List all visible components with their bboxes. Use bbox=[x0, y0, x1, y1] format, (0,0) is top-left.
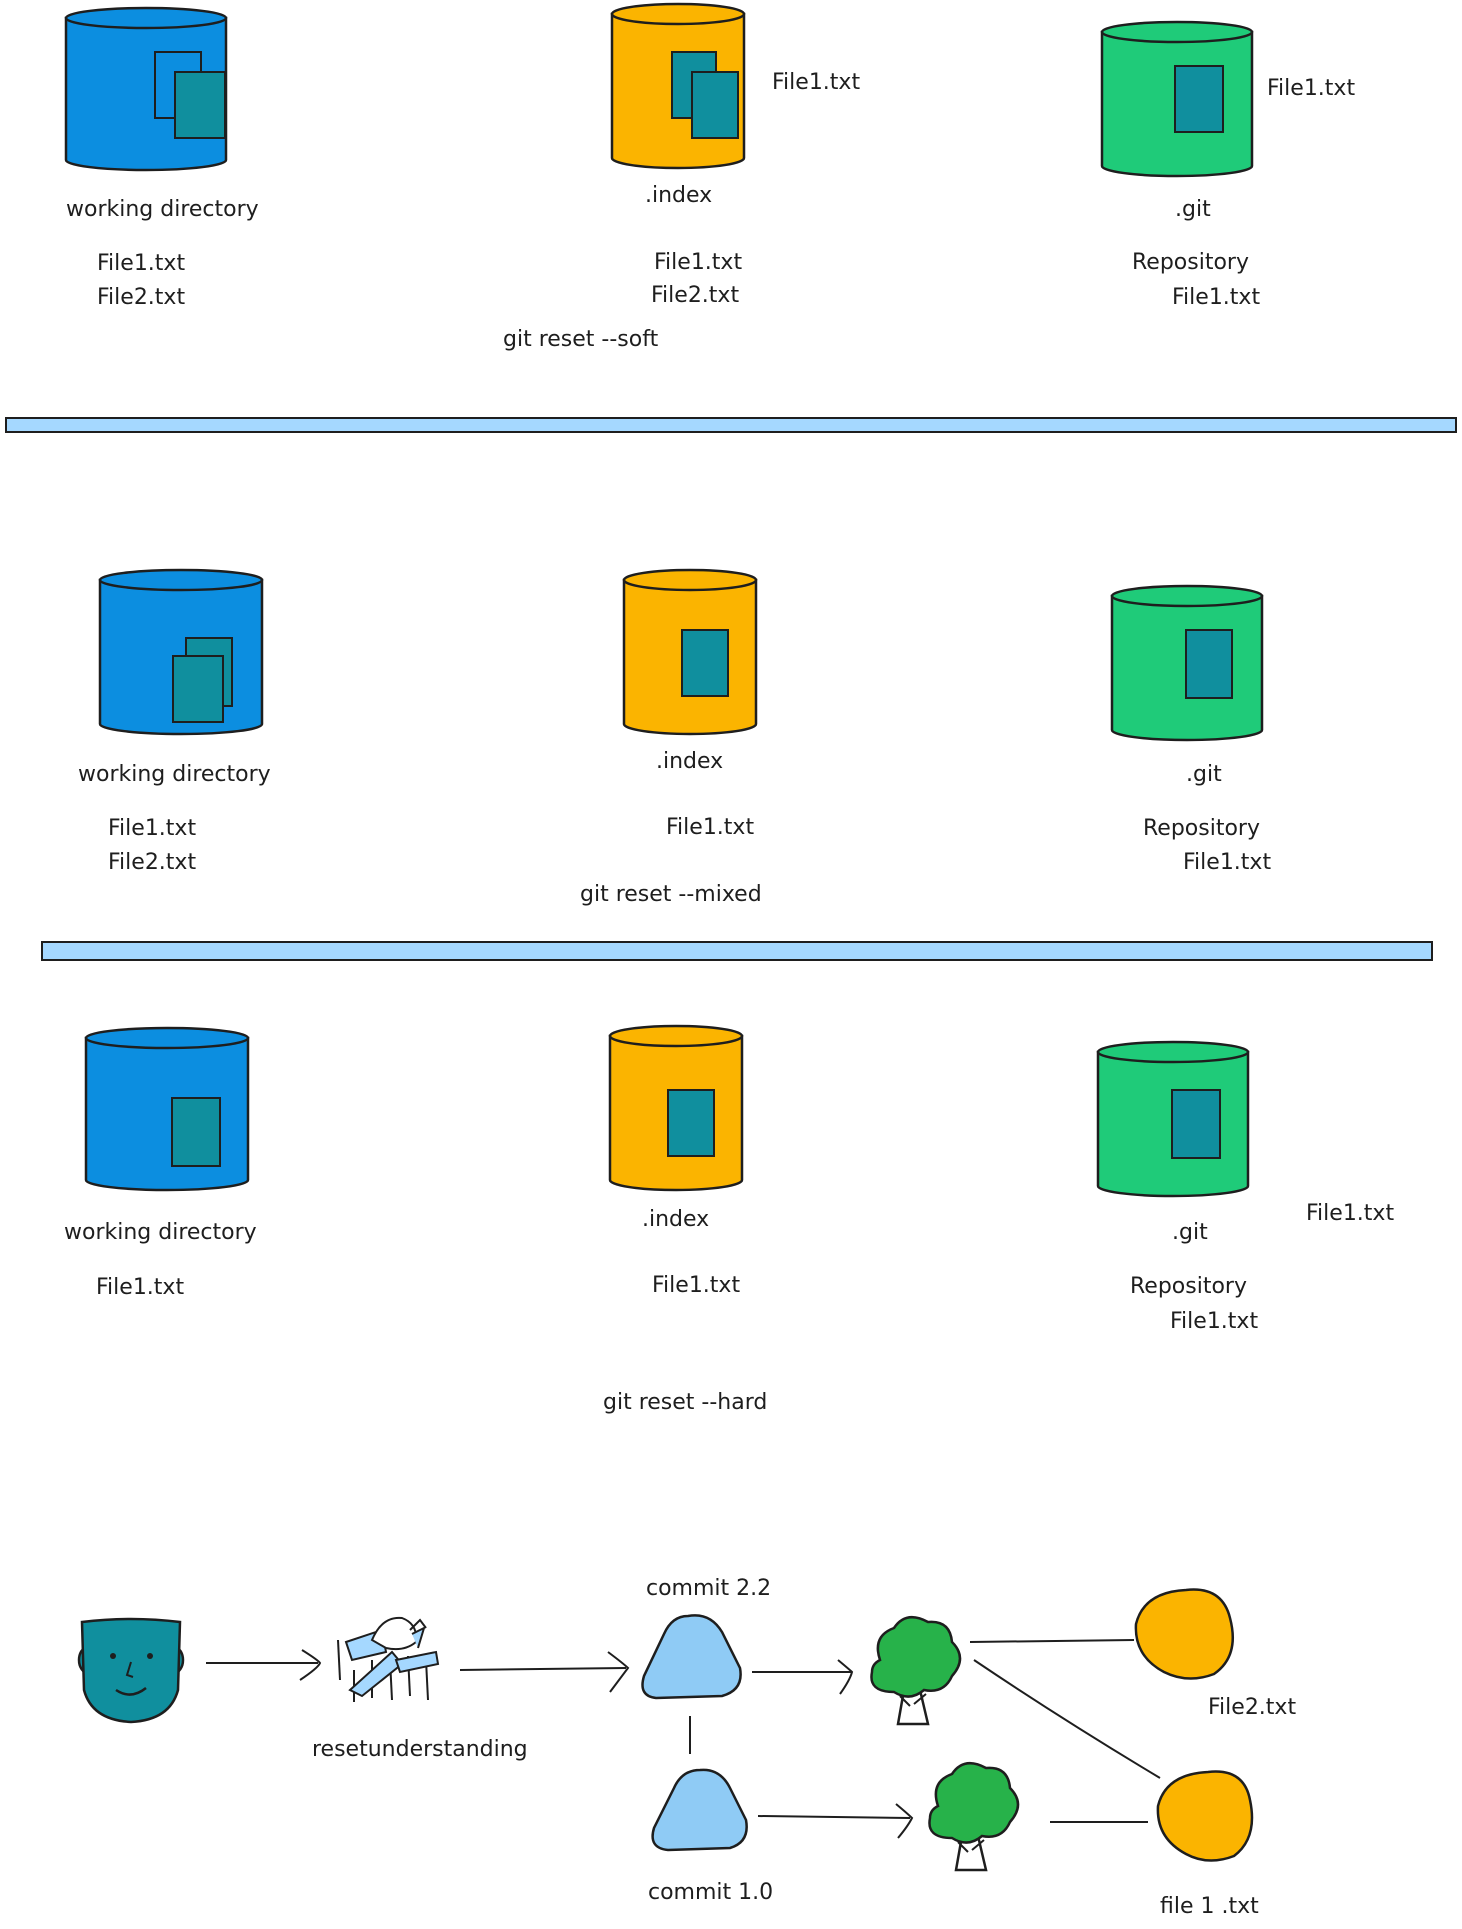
working-file-2: File2.txt bbox=[108, 850, 197, 875]
section-divider bbox=[41, 941, 1433, 961]
blob-file1-label: file 1 .txt bbox=[1160, 1894, 1259, 1919]
tree-icon bbox=[870, 1615, 962, 1726]
section-mixed bbox=[98, 568, 1264, 742]
git-label: .git bbox=[1186, 762, 1222, 787]
working-file-1: File1.txt bbox=[96, 1275, 185, 1300]
tree-icon bbox=[928, 1761, 1020, 1872]
command-hard: git reset --hard bbox=[603, 1390, 768, 1415]
index-file-2: File2.txt bbox=[651, 283, 740, 308]
index-side-note: File1.txt bbox=[772, 70, 861, 95]
arrow bbox=[757, 1815, 911, 1819]
git-cylinder bbox=[1096, 1040, 1250, 1198]
index-cylinder bbox=[622, 568, 758, 736]
reset-flow bbox=[77, 1588, 1254, 1872]
repository-label: Repository bbox=[1132, 250, 1249, 275]
git-label: .git bbox=[1172, 1220, 1208, 1245]
action-label: resetunderstanding bbox=[312, 1737, 528, 1762]
section-divider bbox=[5, 417, 1457, 433]
command-mixed: git reset --mixed bbox=[580, 882, 762, 907]
command-soft: git reset --soft bbox=[503, 327, 659, 352]
commit-old-label: commit 1.0 bbox=[648, 1880, 774, 1905]
repository-label: Repository bbox=[1130, 1274, 1247, 1299]
commit-new-shape bbox=[641, 1614, 742, 1700]
reset-action-illustration bbox=[337, 1616, 440, 1702]
section-soft bbox=[64, 2, 1254, 178]
working-directory-cylinder bbox=[64, 6, 228, 172]
tree-link bbox=[973, 1659, 1161, 1779]
tree-link bbox=[969, 1639, 1135, 1643]
person-icon bbox=[77, 1617, 185, 1724]
index-label: .index bbox=[642, 1207, 710, 1232]
working-directory-label: working directory bbox=[78, 762, 271, 787]
file-icon bbox=[1185, 629, 1233, 699]
git-cylinder bbox=[1110, 584, 1264, 742]
file-icon bbox=[667, 1089, 715, 1157]
working-file-1: File1.txt bbox=[97, 251, 186, 276]
blob-file2-label: File2.txt bbox=[1208, 1695, 1297, 1720]
git-side-note: File1.txt bbox=[1306, 1201, 1395, 1226]
repository-label: Repository bbox=[1143, 816, 1260, 841]
file-icon bbox=[172, 655, 224, 723]
section-hard bbox=[84, 1024, 1250, 1198]
commit-new-label: commit 2.2 bbox=[646, 1576, 772, 1601]
working-directory-label: working directory bbox=[64, 1220, 257, 1245]
index-file-1: File1.txt bbox=[654, 250, 743, 275]
git-side-note: File1.txt bbox=[1267, 76, 1356, 101]
arrow bbox=[459, 1667, 627, 1671]
working-directory-cylinder bbox=[84, 1026, 250, 1192]
working-file-2: File2.txt bbox=[97, 285, 186, 310]
index-file-1: File1.txt bbox=[652, 1273, 741, 1298]
blob-file2 bbox=[1134, 1588, 1234, 1680]
file-icon bbox=[1171, 1089, 1221, 1159]
index-label: .index bbox=[645, 183, 713, 208]
file-icon bbox=[174, 71, 226, 139]
file-icon bbox=[171, 1097, 221, 1167]
repository-file-1: File1.txt bbox=[1172, 285, 1261, 310]
commit-old-shape bbox=[651, 1768, 748, 1852]
repository-file-1: File1.txt bbox=[1183, 850, 1272, 875]
index-cylinder bbox=[610, 2, 746, 170]
working-file-1: File1.txt bbox=[108, 816, 197, 841]
file-icon bbox=[691, 71, 739, 139]
working-directory-label: working directory bbox=[66, 197, 259, 222]
index-file-1: File1.txt bbox=[666, 815, 755, 840]
index-label: .index bbox=[656, 749, 724, 774]
index-cylinder bbox=[608, 1024, 744, 1192]
git-cylinder bbox=[1100, 20, 1254, 178]
file-icon bbox=[681, 629, 729, 697]
git-label: .git bbox=[1175, 197, 1211, 222]
repository-file-1: File1.txt bbox=[1170, 1309, 1259, 1334]
blob-file1 bbox=[1156, 1770, 1254, 1862]
working-directory-cylinder bbox=[98, 568, 264, 736]
file-icon bbox=[1174, 65, 1224, 133]
